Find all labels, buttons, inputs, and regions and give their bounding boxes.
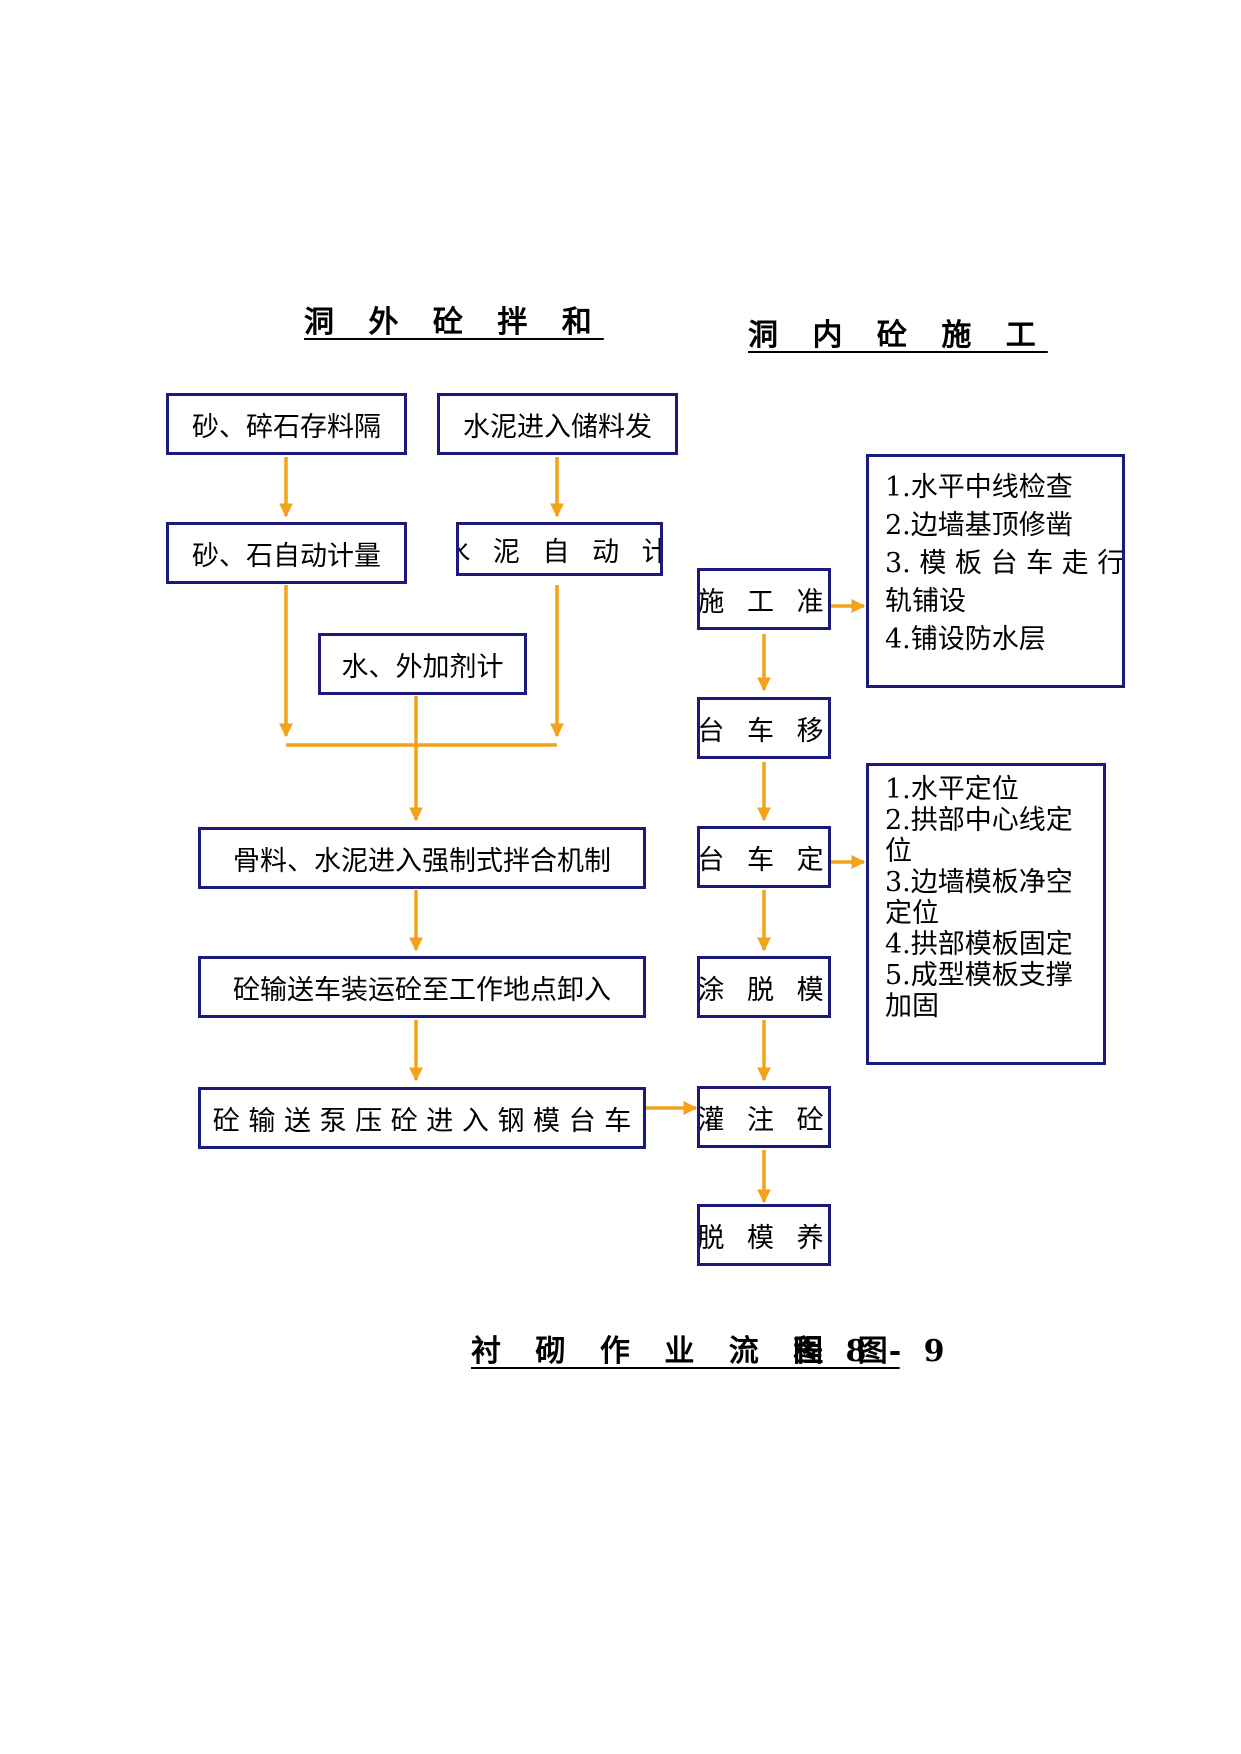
box-release-agent: 涂 脱 模 — [697, 956, 831, 1018]
note-line: 2.拱部中心线定 — [885, 805, 1073, 836]
box-water-admixture-metering: 水、外加剂计 — [318, 633, 527, 695]
note-line: 位 — [885, 836, 912, 867]
box-sand-stone-metering: 砂、石自动计量 — [166, 522, 407, 584]
note-line: 3. 模 板 台 车 走 行 — [885, 548, 1125, 579]
note-line: 5.成型模板支撑 — [885, 960, 1073, 991]
heading-inside-construction: 洞 内 砼 施 工 — [748, 318, 1048, 353]
notes-preparation: 1.水平中线检查 2.边墙基顶修凿 3. 模 板 台 车 走 行 轨铺设 4.铺… — [866, 454, 1125, 688]
box-sand-stone-storage: 砂、碎石存料隔 — [166, 393, 407, 455]
note-line: 加固 — [885, 991, 939, 1022]
box-transport-unload: 砼输送车装运砼至工作地点卸入 — [198, 956, 646, 1018]
box-pump-into-formwork: 砼 输 送 泵 压 砼 进 入 钢 模 台 车 — [198, 1087, 646, 1149]
box-cement-metering: 水 泥 自 动 计 — [456, 522, 663, 576]
box-trolley-move: 台 车 移 — [697, 697, 831, 759]
note-line: 2.边墙基顶修凿 — [885, 510, 1073, 541]
note-line: 轨铺设 — [885, 586, 966, 617]
box-demold-cure: 脱 模 养 — [697, 1204, 831, 1266]
box-trolley-position: 台 车 定 — [697, 826, 831, 888]
box-construction-preparation: 施 工 准 — [697, 568, 831, 630]
note-line: 定位 — [885, 898, 939, 929]
note-line: 4.拱部模板固定 — [885, 929, 1073, 960]
note-line: 1.水平中线检查 — [885, 472, 1073, 503]
note-line: 3.边墙模板净空 — [885, 867, 1073, 898]
note-line: 1.水平定位 — [885, 774, 1019, 805]
heading-outside-mixing: 洞 外 砼 拌 和 — [304, 305, 604, 340]
box-pour-concrete: 灌 注 砼 — [697, 1086, 831, 1148]
caption-title: 衬 砌 作 业 流 程 图 — [471, 1334, 900, 1369]
box-forced-mixing: 骨料、水泥进入强制式拌合机制 — [198, 827, 646, 889]
box-cement-storage: 水泥进入储料发 — [437, 393, 678, 455]
note-line: 4.铺设防水层 — [885, 624, 1046, 655]
notes-positioning: 1.水平定位 2.拱部中心线定 位 3.边墙模板净空 定位 4.拱部模板固定 5… — [866, 763, 1106, 1065]
caption-figure-number: 图 8 - 9 — [793, 1334, 951, 1369]
